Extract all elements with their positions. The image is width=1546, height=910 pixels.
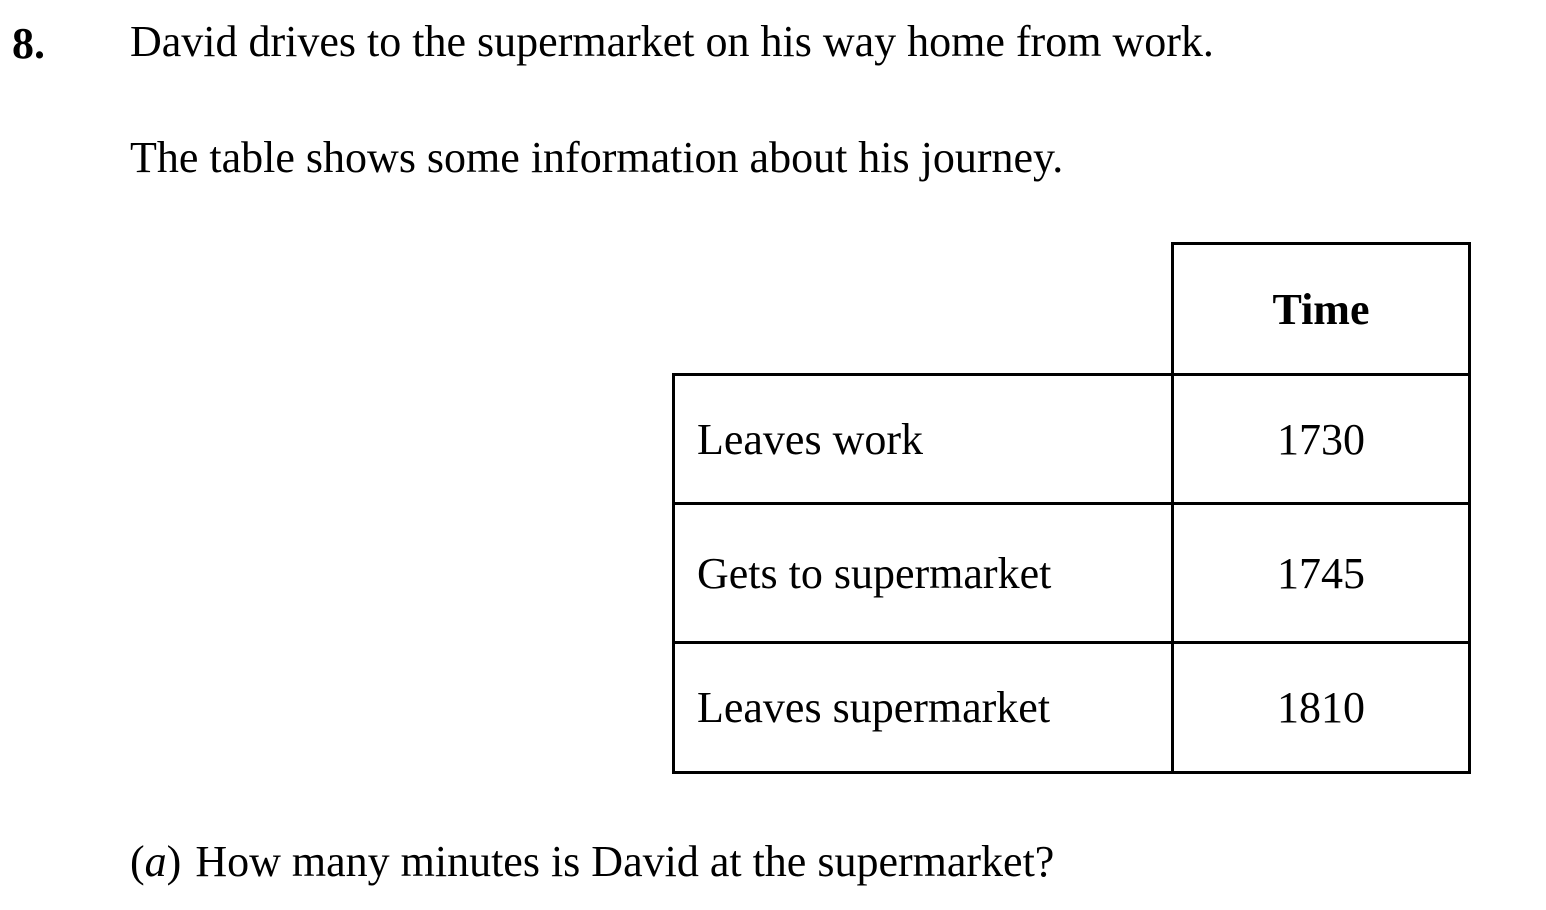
part-a-label: (a): [130, 837, 181, 886]
part-a-letter: a: [144, 837, 167, 886]
question-intro-line-2: The table shows some information about h…: [130, 133, 1064, 182]
time-cell: 1810: [1171, 641, 1471, 774]
event-cell: Leaves work: [672, 373, 1174, 505]
question-intro-line-1: David drives to the supermarket on his w…: [130, 17, 1214, 66]
table-row: Leaves supermarket 1810: [672, 641, 1471, 774]
table-blank-corner: [673, 243, 1174, 376]
part-a-text: How many minutes is David at the superma…: [195, 837, 1055, 886]
journey-table: Time Leaves work 1730 Gets to supermarke…: [672, 242, 1471, 774]
time-cell: 1730: [1171, 373, 1471, 505]
time-column-header: Time: [1171, 242, 1471, 376]
table-header-row: Time: [673, 242, 1471, 376]
part-a-open-paren: (: [130, 837, 145, 886]
event-cell: Leaves supermarket: [672, 641, 1174, 774]
table-row: Leaves work 1730: [672, 373, 1471, 505]
part-a-question: (a) How many minutes is David at the supe…: [130, 834, 1054, 890]
part-a-close-paren: ): [166, 837, 182, 886]
question-number: 8.: [12, 19, 45, 68]
time-cell: 1745: [1171, 502, 1471, 644]
table-row: Gets to supermarket 1745: [672, 502, 1471, 644]
event-cell: Gets to supermarket: [672, 502, 1174, 644]
